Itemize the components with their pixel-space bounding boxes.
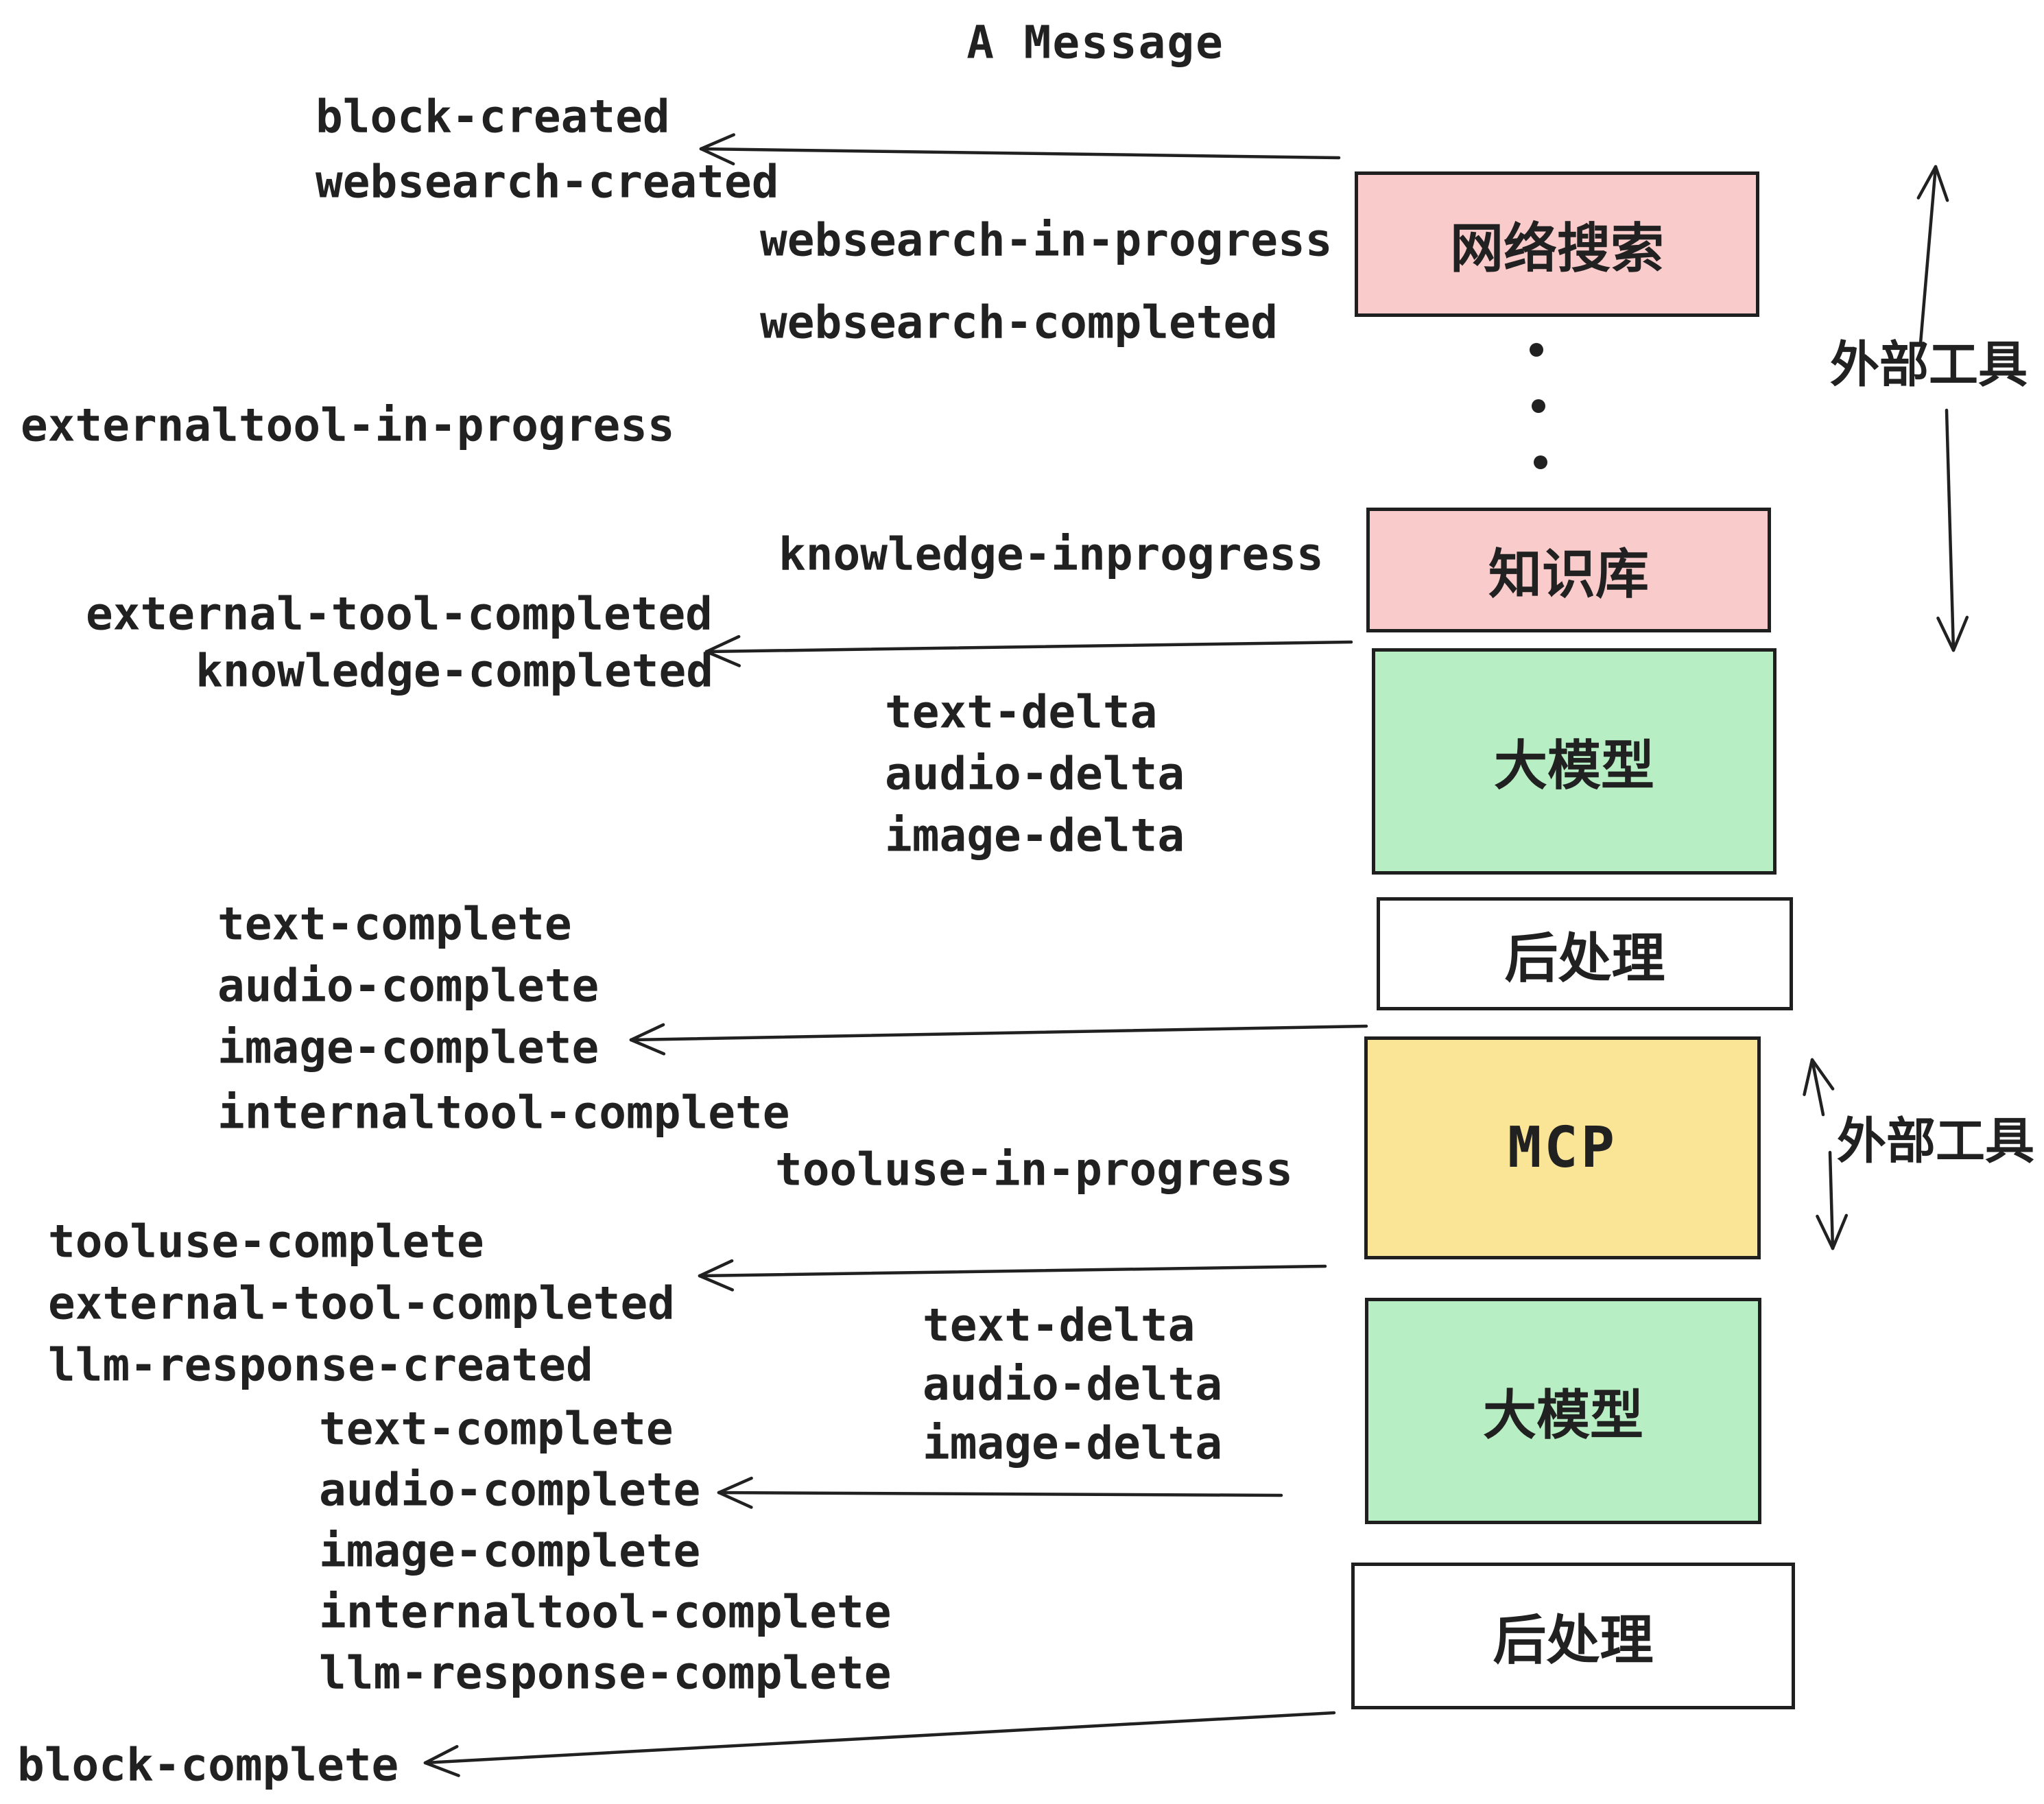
external-tools-down-arrow-2-head xyxy=(1816,1214,1835,1250)
arrow-to-knowledge-completed-head xyxy=(704,650,741,667)
event-label-block-created: block-created xyxy=(316,90,670,143)
event-label-block-complete: block-complete xyxy=(17,1738,399,1792)
event-label-externaltool-in-progress: externaltool-in-progress xyxy=(21,399,675,452)
flow-box-label-websearch: 网络搜索 xyxy=(1449,218,1664,280)
event-label-internaltool-complete: internaltool-complete xyxy=(217,1086,790,1139)
event-label-llm-response-complete: llm-response-complete xyxy=(319,1646,892,1700)
event-label-text-complete: text-complete xyxy=(319,1402,674,1456)
event-label-tooluse-complete: tooluse-complete xyxy=(48,1215,484,1268)
external-tools-up-arrow-2-head xyxy=(1803,1058,1814,1096)
external-tools-up-arrow-2 xyxy=(1810,1058,1825,1117)
event-label-audio-delta: audio-delta xyxy=(923,1357,1223,1411)
flow-box-label-llm-2: 大模型 xyxy=(1482,1385,1643,1447)
arrow-to-block-created-head xyxy=(699,133,736,151)
arrow-to-tooluse-complete-head xyxy=(698,1259,734,1278)
event-label-text-delta: text-delta xyxy=(885,685,1158,739)
flow-box-label-knowledge: 知识库 xyxy=(1488,544,1649,606)
flow-box-llm-2: 大模型 xyxy=(1365,1298,1761,1524)
external-tools-down-arrow-2 xyxy=(1828,1150,1835,1250)
event-label-text-complete: text-complete xyxy=(217,897,572,951)
ellipsis-dot-1 xyxy=(1530,343,1543,357)
event-label-websearch-completed: websearch-completed xyxy=(760,296,1278,349)
external-tools-up-arrow-2-head xyxy=(1810,1058,1835,1091)
event-label-external-tool-completed: external-tool-completed xyxy=(86,587,713,641)
external-tools-down-arrow-2-head xyxy=(1831,1213,1849,1250)
arrow-to-tooluse-complete xyxy=(698,1264,1327,1278)
event-label-image-delta: image-delta xyxy=(885,809,1185,862)
external-tools-down-arrow-1 xyxy=(1945,408,1956,652)
ellipsis-dot-3 xyxy=(1534,455,1547,469)
flow-box-label-postprocess-2: 后处理 xyxy=(1493,1610,1654,1672)
arrow-to-block-complete-head xyxy=(423,1761,460,1777)
event-label-websearch-in-progress: websearch-in-progress xyxy=(760,213,1333,267)
arrow-to-knowledge-completed-head xyxy=(704,634,741,654)
flow-box-llm-1: 大模型 xyxy=(1372,648,1776,875)
external-tools-label-2: 外部工具 xyxy=(1836,1112,2035,1170)
flow-box-postprocess-2: 后处理 xyxy=(1351,1563,1795,1709)
event-label-audio-complete: audio-complete xyxy=(319,1463,701,1517)
arrow-to-block-created xyxy=(699,147,1341,160)
event-label-websearch-created: websearch-created xyxy=(316,155,779,209)
ellipsis-dot-2 xyxy=(1532,399,1545,413)
flow-box-mcp: MCP xyxy=(1364,1036,1761,1259)
event-label-image-complete: image-complete xyxy=(217,1021,599,1074)
event-label-text-delta: text-delta xyxy=(923,1298,1196,1352)
flow-box-postprocess-1: 后处理 xyxy=(1377,897,1793,1010)
diagram-title: A Message xyxy=(966,16,1224,69)
flow-box-label-postprocess-1: 后处理 xyxy=(1504,927,1665,990)
arrow-to-audio-complete xyxy=(717,1491,1283,1497)
arrow-to-knowledge-completed xyxy=(704,640,1353,654)
external-tools-down-arrow-1-head xyxy=(1936,616,1956,652)
flow-box-websearch: 网络搜索 xyxy=(1355,171,1759,317)
arrow-to-audio-complete-head xyxy=(717,1476,753,1495)
external-tools-up-arrow-1-head xyxy=(1916,165,1938,200)
external-tools-up-arrow-1 xyxy=(1918,165,1938,345)
event-label-external-tool-completed: external-tool-completed xyxy=(48,1277,675,1330)
event-label-audio-delta: audio-delta xyxy=(885,747,1185,800)
arrow-to-block-complete-head xyxy=(423,1744,459,1765)
event-label-audio-complete: audio-complete xyxy=(217,959,599,1012)
event-label-llm-response-created: llm-response-created xyxy=(48,1338,593,1392)
flow-box-knowledge: 知识库 xyxy=(1366,508,1771,632)
arrow-to-block-complete xyxy=(423,1711,1336,1765)
arrow-to-image-complete-head xyxy=(629,1023,665,1042)
event-label-knowledge-completed: knowledge-completed xyxy=(195,644,713,698)
event-label-image-complete: image-complete xyxy=(319,1524,701,1578)
arrow-to-image-complete-head xyxy=(629,1038,666,1056)
external-tools-down-arrow-1-head xyxy=(1951,615,1969,652)
flow-box-label-mcp: MCP xyxy=(1507,1115,1618,1180)
event-label-knowledge-inprogress: knowledge-inprogress xyxy=(779,527,1324,581)
event-label-image-delta: image-delta xyxy=(923,1416,1223,1470)
external-tools-up-arrow-1-head xyxy=(1934,165,1949,202)
arrow-to-tooluse-complete-head xyxy=(698,1274,735,1292)
arrow-to-image-complete xyxy=(629,1024,1368,1042)
external-tools-label-1: 外部工具 xyxy=(1829,335,2028,394)
event-label-tooluse-in-progress: tooluse-in-progress xyxy=(775,1143,1293,1196)
flow-box-label-llm-1: 大模型 xyxy=(1493,735,1654,797)
event-label-internaltool-complete: internaltool-complete xyxy=(319,1585,892,1639)
arrow-to-block-created-head xyxy=(699,147,735,166)
arrow-to-audio-complete-head xyxy=(717,1491,753,1509)
